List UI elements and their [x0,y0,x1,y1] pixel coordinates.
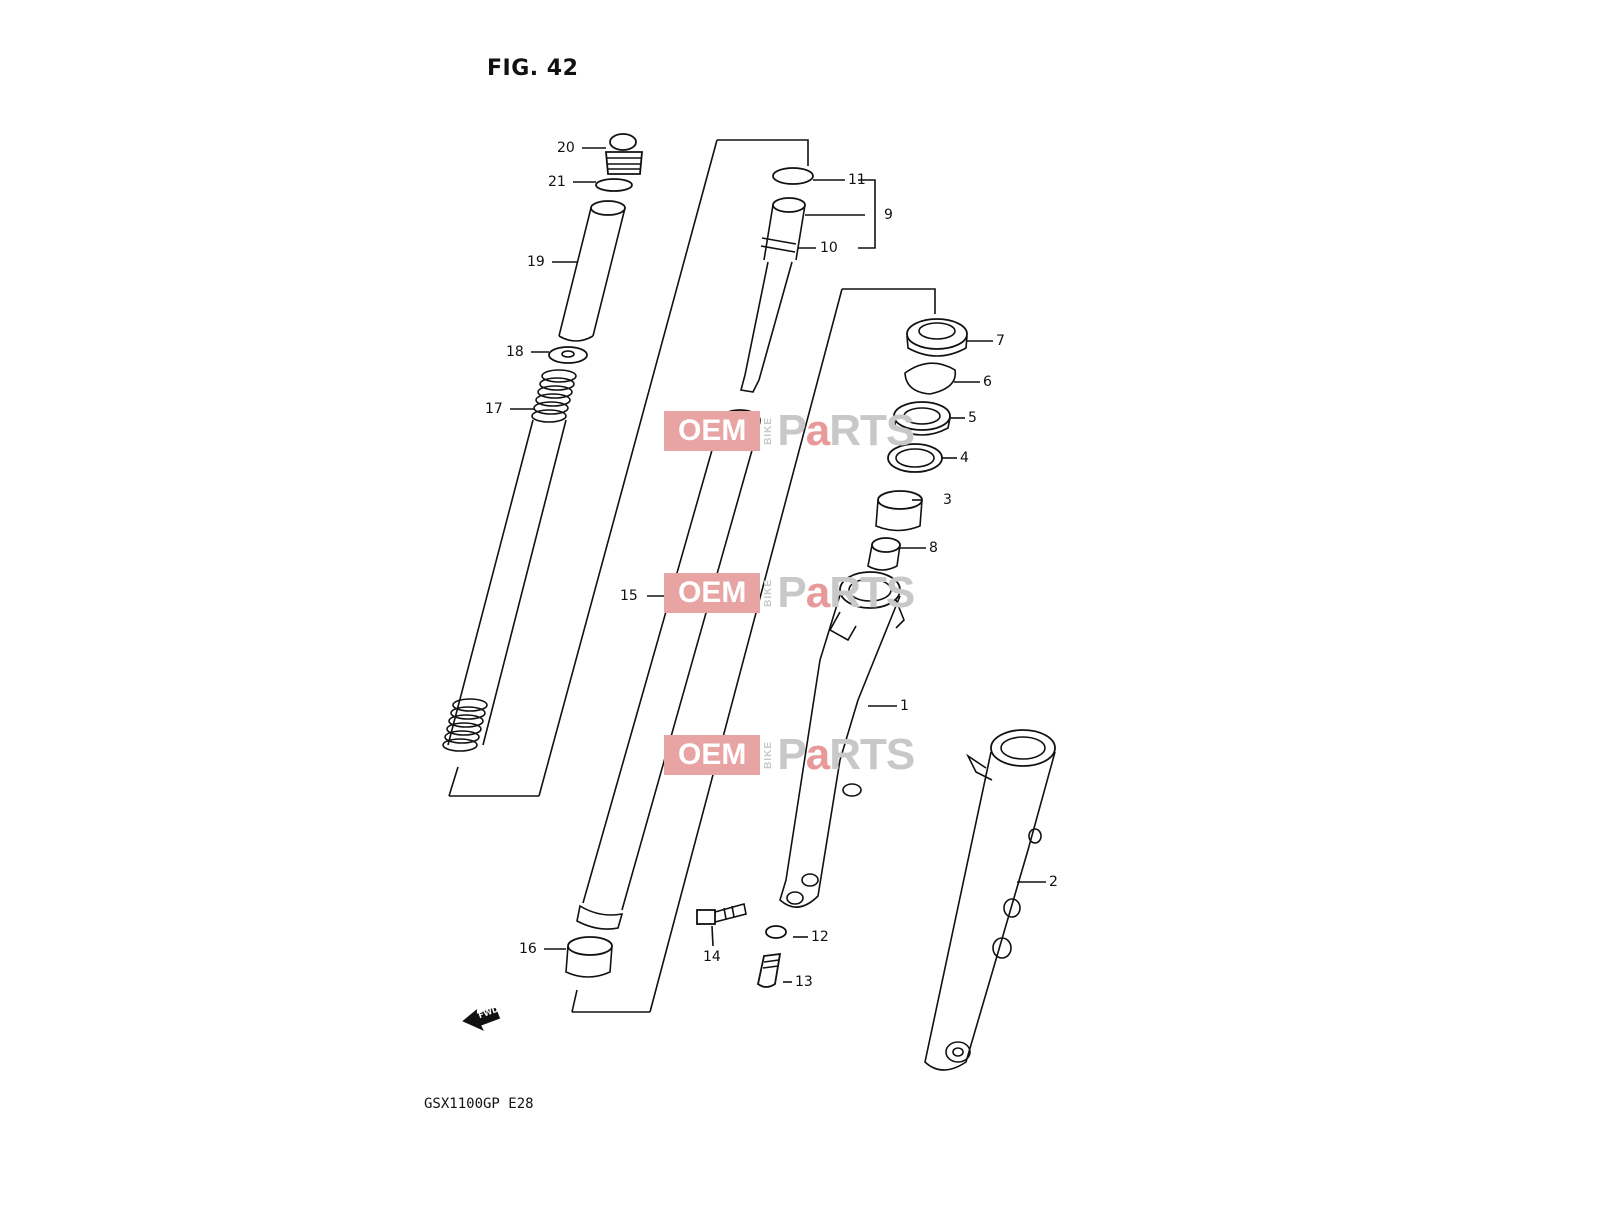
bolt-part-14 [696,903,747,925]
callout-1: 1 [900,698,909,714]
slide-bushing-part-3 [875,490,923,532]
spring-seat-part-18 [548,346,588,364]
callout-8: 8 [929,540,938,556]
callout-3: 3 [943,492,952,508]
callout-14: 14 [703,949,721,965]
figure-title: FIG. 42 [487,56,579,81]
seal-washer-part-4 [887,443,943,473]
cap-bolt-part-20 [605,133,643,175]
watermark-middle: OEM BIKE PaRTS [664,568,915,617]
callout-5: 5 [968,410,977,426]
oil-lock-piece-part-8 [867,537,901,571]
assembly-frame-outer [842,288,936,314]
guide-bushing-part-16 [565,936,613,978]
watermark-parts: PaRTS [777,406,915,455]
callout-leaders [510,147,1046,983]
callout-19: 19 [527,254,545,270]
assembly-frame-outer-left [649,288,843,1013]
callout-6: 6 [983,374,992,390]
watermark-oem: OEM [664,411,761,451]
callout-2: 2 [1049,874,1058,890]
callout-13: 13 [795,974,813,990]
watermark-bike: BIKE [763,579,775,607]
callout-18: 18 [506,344,524,360]
watermark-top: OEM BIKE PaRTS [664,406,915,455]
drain-bolt-part-13 [756,952,782,988]
assembly-frame-inner [717,139,809,166]
watermark-oem: OEM [664,735,761,775]
damper-rod-part-9 [740,197,806,393]
model-code: GSX1100GP E28 [424,1096,534,1112]
assembly-frame-outer-stub [571,989,578,1013]
callout-7: 7 [996,333,1005,349]
callout-16: 16 [519,941,537,957]
callout-15: 15 [620,588,638,604]
watermark-parts: PaRTS [777,730,915,779]
watermark-bike: BIKE [763,417,775,445]
callout-11: 11 [848,172,866,188]
fork-spring-part-17 [442,369,577,752]
watermark-bike: BIKE [763,741,775,769]
callout-20: 20 [557,140,575,156]
inner-tube-part-15 [576,409,761,930]
callout-4: 4 [960,450,969,466]
outer-tube-part-2 [924,729,1056,1071]
o-ring-part-21 [595,178,633,192]
forward-arrow-icon [462,1006,501,1031]
watermark-bottom: OEM BIKE PaRTS [664,730,915,779]
callout-21: 21 [548,174,566,190]
callout-17: 17 [485,401,503,417]
callout-9: 9 [884,207,893,223]
assembly-frame-inner-stub [448,766,459,797]
callout-10: 10 [820,240,838,256]
outer-tube-part-1 [779,571,905,908]
callout-12: 12 [811,929,829,945]
assembly-frame-inner-left [538,139,718,797]
stopper-ring-part-6 [904,362,957,395]
watermark-parts: PaRTS [777,568,915,617]
gasket-part-12 [765,925,787,939]
watermark-oem: OEM [664,573,761,613]
dust-seal-part-7 [906,318,968,357]
oil-seal-part-5 [893,401,951,436]
spacer-part-19 [558,200,626,342]
ring-part-11 [772,167,814,185]
